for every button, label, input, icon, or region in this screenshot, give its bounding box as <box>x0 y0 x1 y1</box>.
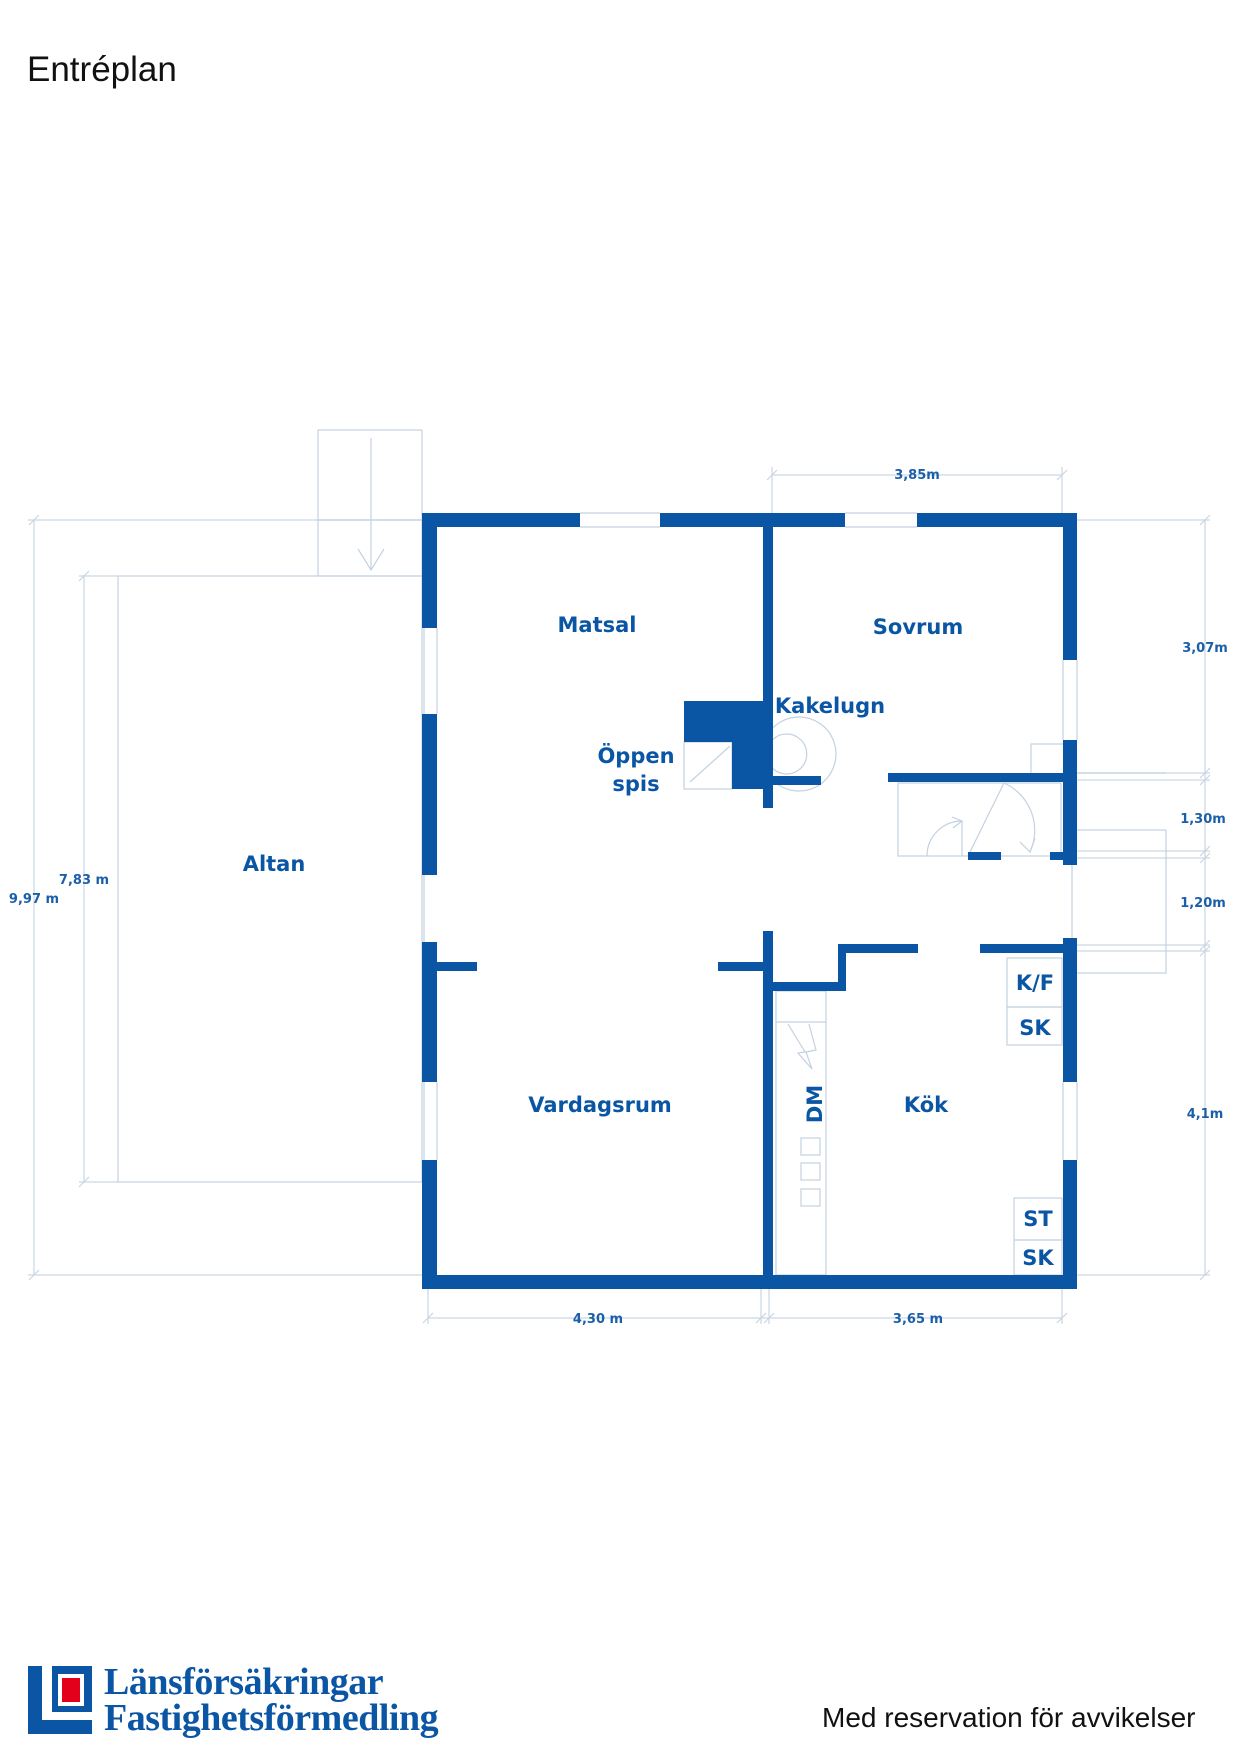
fixture-st: ST <box>1023 1207 1053 1231</box>
dim-right-sovrum: 3,07m <box>1182 641 1228 656</box>
company-logo: Länsförsäkringar Fastighetsförmedling <box>28 1661 468 1742</box>
room-oppen-spis-line1: Öppen <box>597 743 674 768</box>
room-altan: Altan <box>243 852 306 876</box>
dim-top-width: 3,85m <box>894 468 940 483</box>
logo-line-2: Fastighetsförmedling <box>104 1697 439 1739</box>
entrance-steps <box>317 429 423 577</box>
room-kok: Kök <box>904 1093 949 1117</box>
dim-left-altan: 7,83 m <box>59 873 109 888</box>
room-vardagsrum: Vardagsrum <box>528 1093 672 1117</box>
disclaimer: Med reservation för avvikelser <box>822 1702 1196 1733</box>
room-sovrum: Sovrum <box>873 615 963 639</box>
side-porch <box>1068 772 1167 974</box>
logo-line-1: Länsförsäkringar <box>104 1661 384 1703</box>
room-kakelugn: Kakelugn <box>775 694 885 718</box>
altan-outline <box>117 575 423 1183</box>
room-oppen-spis-line2: spis <box>612 772 659 796</box>
room-matsal: Matsal <box>558 613 637 637</box>
fixture-dm: DM <box>803 1085 827 1123</box>
walls <box>422 513 1077 1289</box>
dim-right-hall: 1,30m <box>1180 812 1226 827</box>
logo-mark-icon <box>28 1666 92 1734</box>
dimension-lines <box>28 467 1211 1324</box>
logo-text: Länsförsäkringar Fastighetsförmedling <box>104 1661 439 1739</box>
closet-details <box>897 743 1067 857</box>
fixture-sk-upper: SK <box>1019 1016 1051 1040</box>
windows <box>423 512 1078 1160</box>
page-title: Entréplan <box>27 50 177 89</box>
fixture-sk-lower: SK <box>1022 1246 1054 1270</box>
fixture-kf: K/F <box>1016 971 1054 995</box>
dim-bottom-right: 3,65 m <box>893 1312 943 1327</box>
dim-right-entry: 1,20m <box>1180 896 1226 911</box>
dim-right-kok: 4,1m <box>1187 1107 1224 1122</box>
dim-bottom-left: 4,30 m <box>573 1312 623 1327</box>
dim-left-outer: 9,97 m <box>9 892 59 907</box>
